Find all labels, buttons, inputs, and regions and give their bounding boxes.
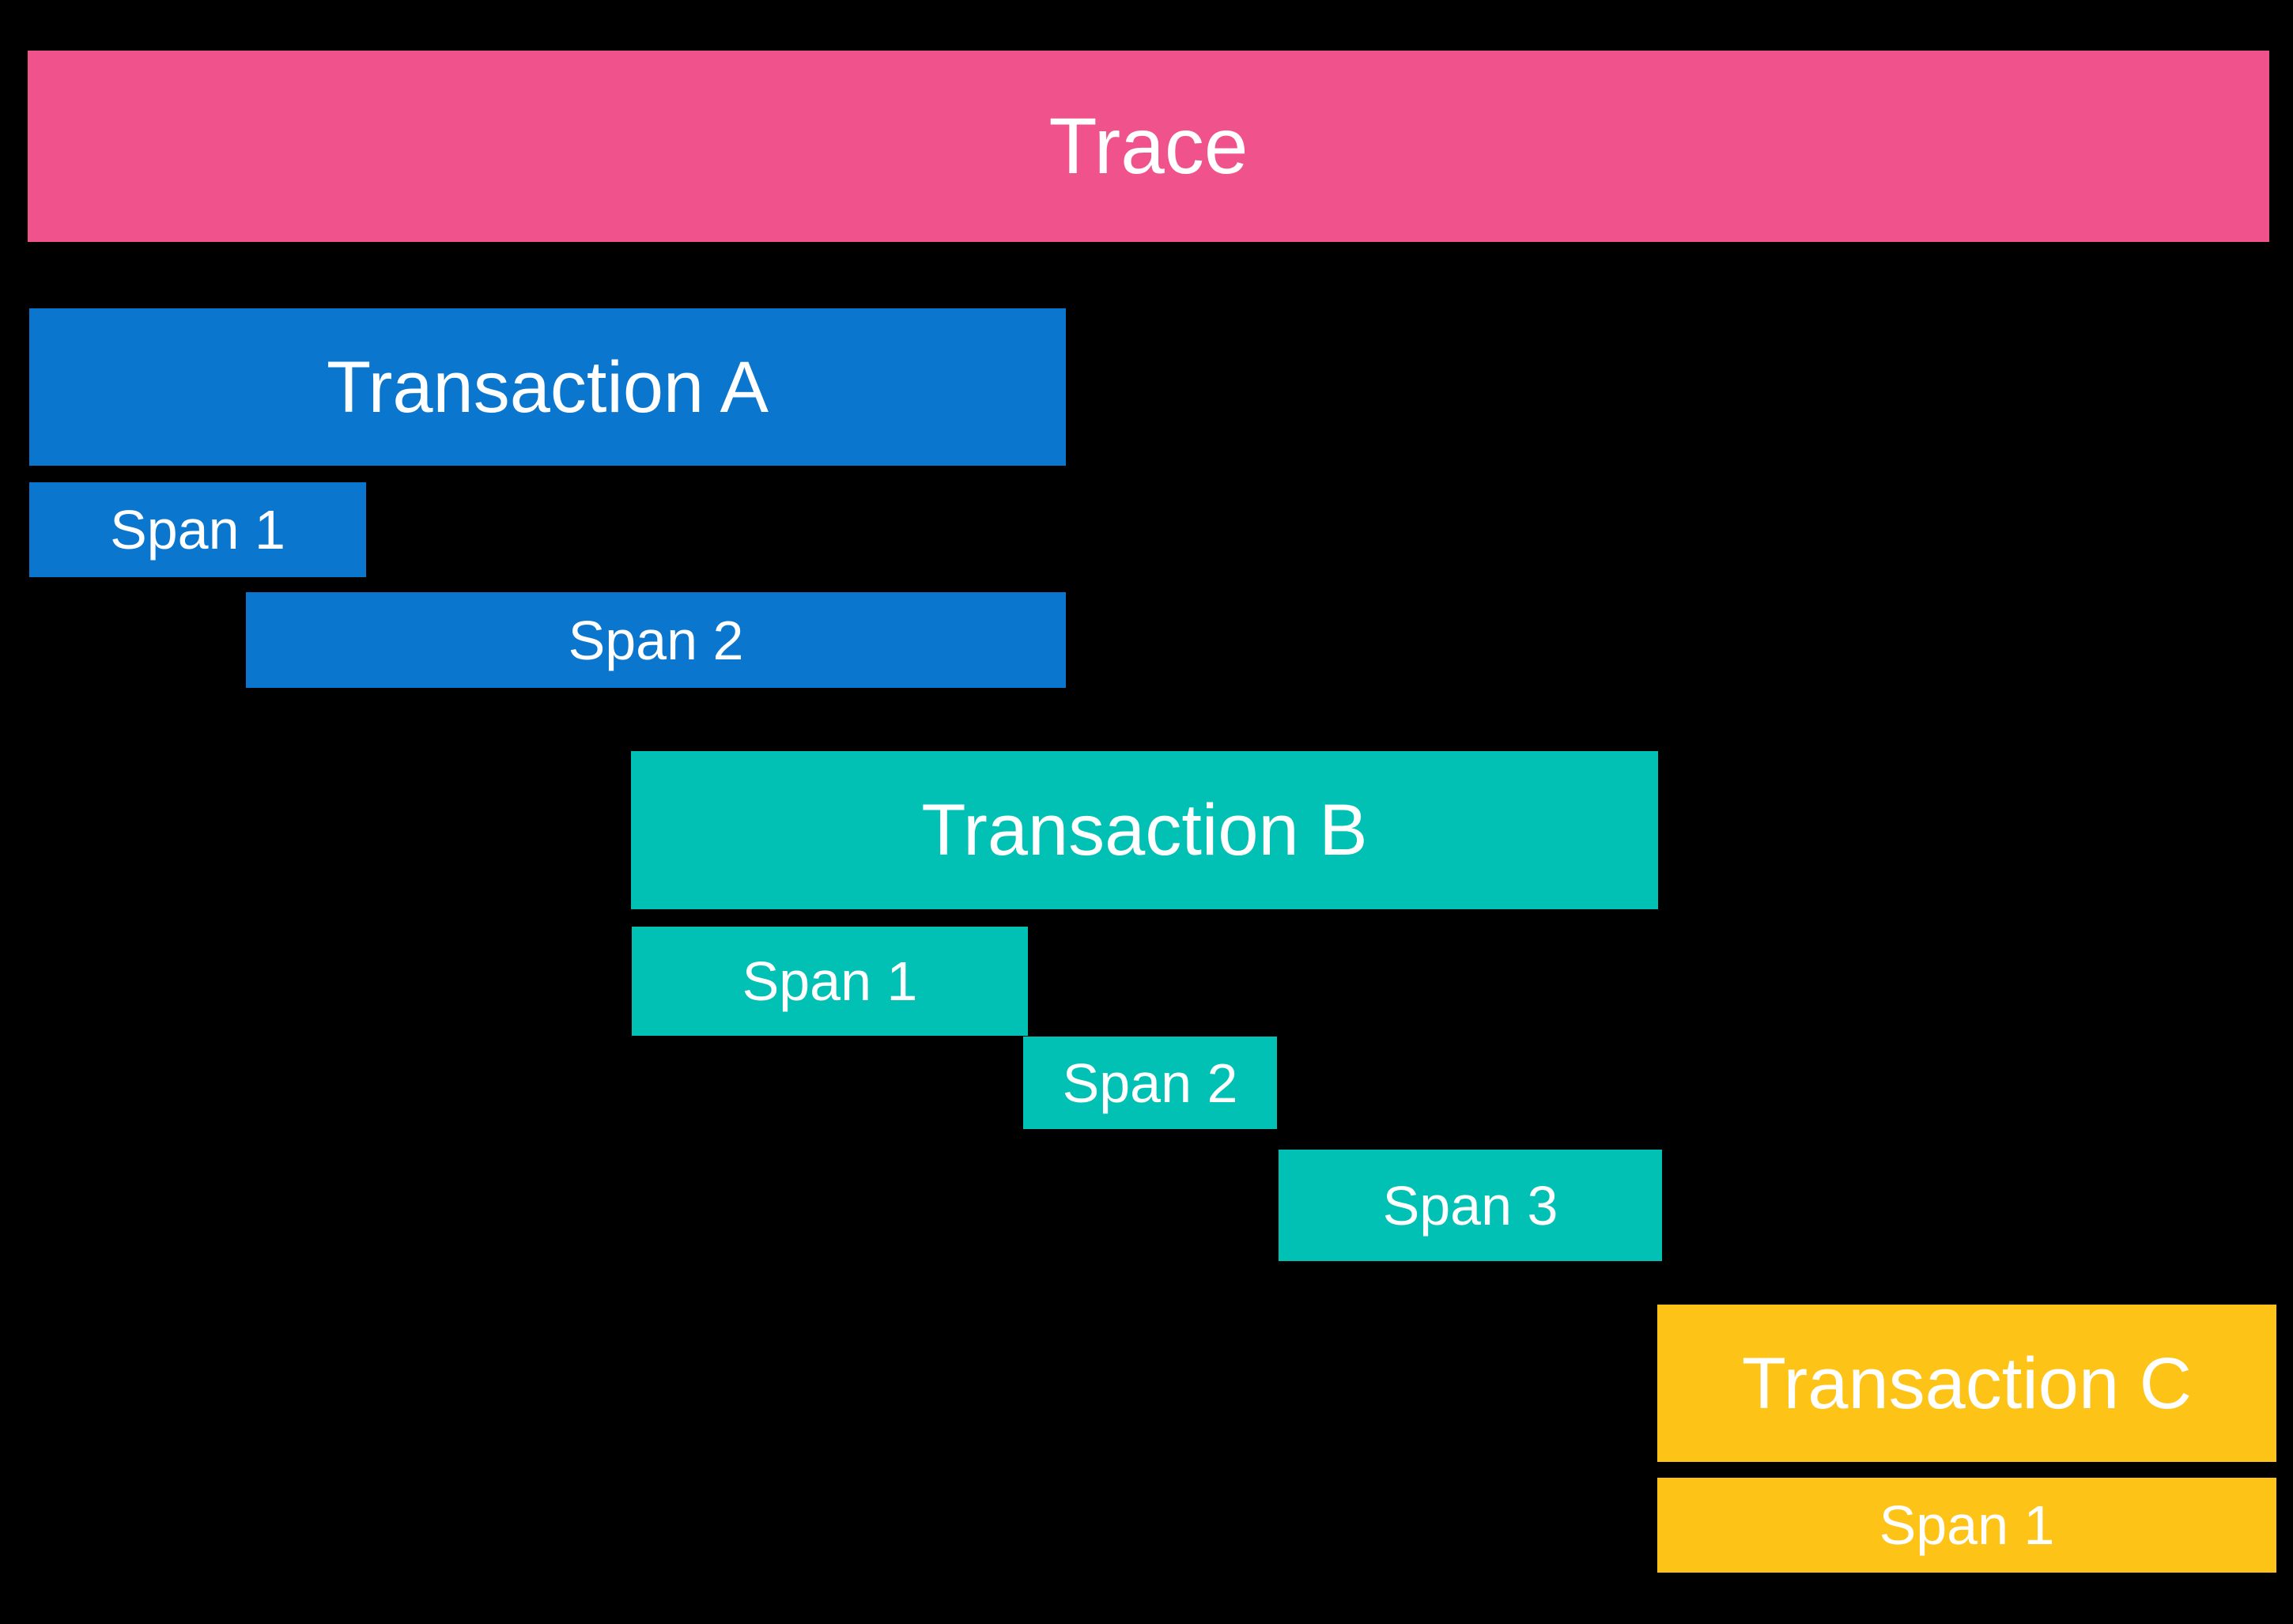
transaction-b-span-2-label: Span 2 [1062,1052,1238,1114]
transaction-a-span-2-bar[interactable]: Span 2 [246,592,1066,688]
transaction-b-label: Transaction B [921,790,1368,871]
trace-bar[interactable]: Trace [28,51,2269,242]
transaction-c-label: Transaction C [1741,1343,2193,1424]
transaction-a-span-2-label: Span 2 [568,609,744,671]
transaction-b-span-3-bar[interactable]: Span 3 [1279,1150,1662,1261]
trace-label: Trace [1048,102,1248,191]
transaction-b-span-2-bar[interactable]: Span 2 [1023,1037,1277,1129]
transaction-b-bar[interactable]: Transaction B [631,751,1658,909]
transaction-b-span-1-bar[interactable]: Span 1 [632,927,1028,1036]
transaction-c-bar[interactable]: Transaction C [1657,1305,2276,1462]
transaction-a-bar[interactable]: Transaction A [29,308,1066,466]
transaction-b-span-1-label: Span 1 [742,950,918,1012]
transaction-a-span-1-label: Span 1 [110,499,285,561]
transaction-c-span-1-label: Span 1 [1879,1494,2055,1556]
transaction-a-label: Transaction A [326,346,769,428]
transaction-c-span-1-bar[interactable]: Span 1 [1657,1478,2276,1573]
transaction-a-span-1-bar[interactable]: Span 1 [29,482,366,577]
transaction-b-span-3-label: Span 3 [1382,1174,1558,1237]
